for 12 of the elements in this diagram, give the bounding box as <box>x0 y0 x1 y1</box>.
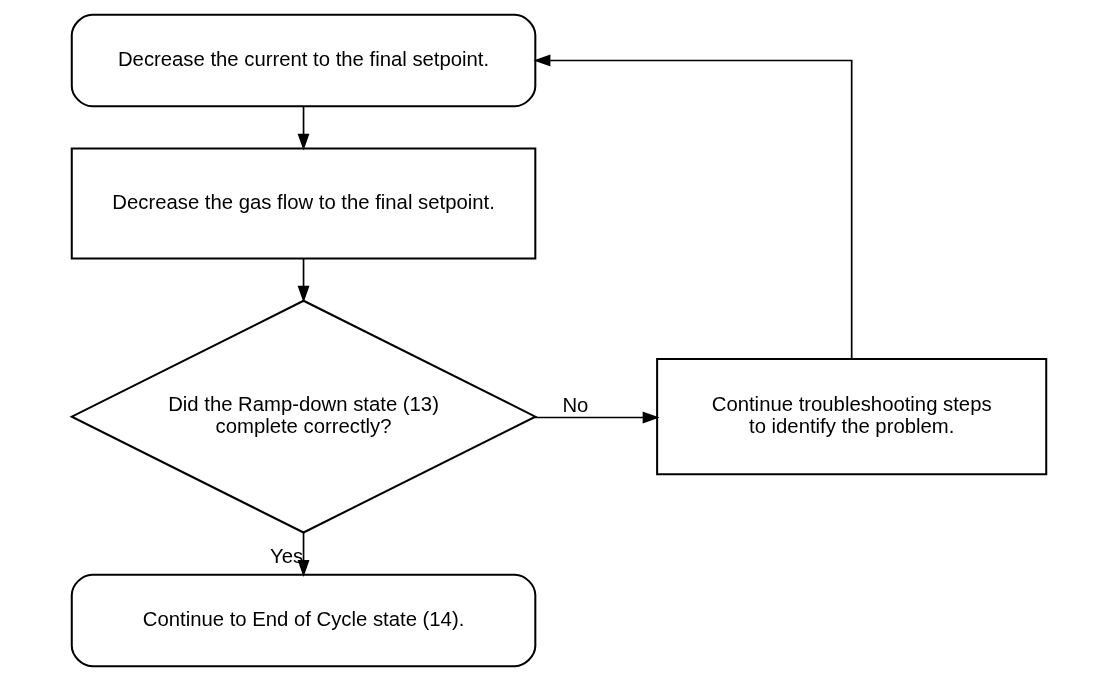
arrow <box>297 532 309 577</box>
edge-label: No <box>561 393 588 416</box>
arrow <box>532 54 853 360</box>
node-box: Decrease the gas flow to the final setpoint. <box>70 147 536 260</box>
arrow <box>533 411 660 424</box>
arrow <box>297 258 309 303</box>
node-diamond: Did the Ramp-down state (13) complete correctly? <box>69 299 538 534</box>
node-box: Decrease the current to the final setpoint. <box>70 13 536 108</box>
edge-label: Yes <box>269 545 303 568</box>
node-box: Continue to End of Cycle state (14). <box>70 573 536 668</box>
arrow <box>297 105 309 151</box>
node-box: Continue troubleshooting steps to identify the problem. <box>655 358 1047 476</box>
